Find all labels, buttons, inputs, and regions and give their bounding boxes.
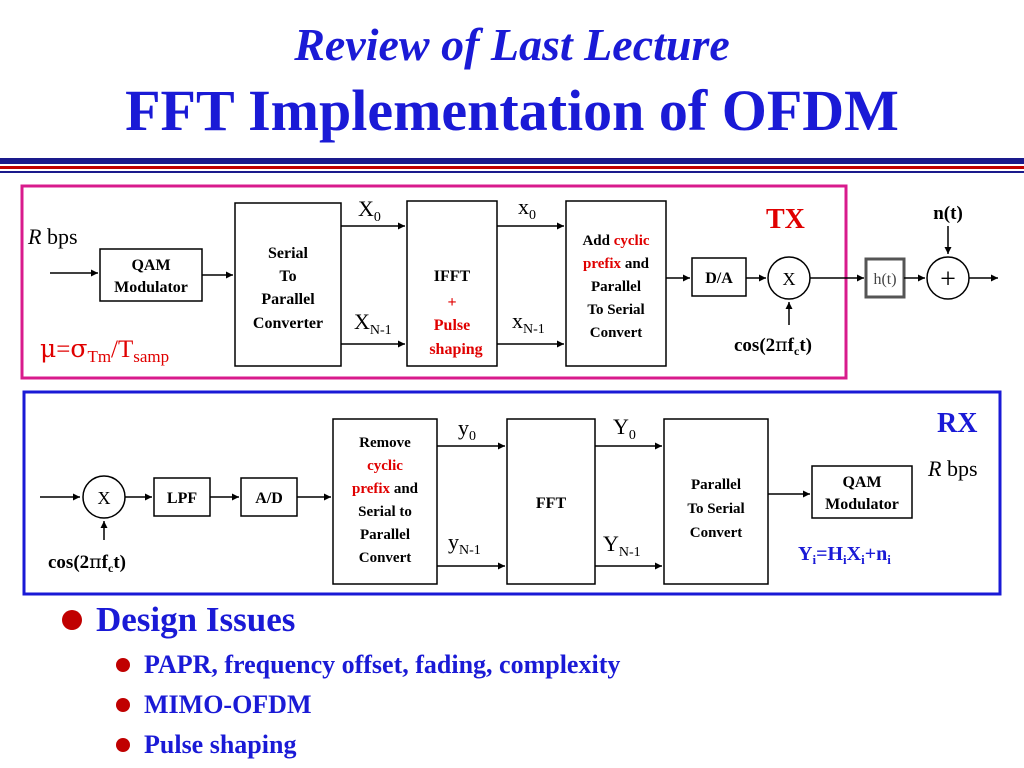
mu-equation: μ=σTm/Tsamp	[40, 334, 169, 366]
bullet-design-issues: Design Issues	[62, 600, 295, 640]
sub-bullet-2: MIMO-OFDM	[116, 690, 312, 720]
tx-qam-label-2: Modulator	[114, 279, 188, 296]
tx-ifft-label: IFFT	[434, 268, 471, 285]
tx-mixer-label: X	[783, 269, 796, 289]
rx-fft-label: FFT	[536, 495, 567, 512]
rx-rcp-line-3: prefix and	[352, 481, 419, 497]
tx-cp-line-3: Parallel	[591, 279, 641, 295]
rx-yN1-label: yN-1	[448, 529, 481, 558]
rx-adc-block	[240, 477, 298, 517]
rx-label: RX	[937, 408, 977, 439]
tx-dac-block	[691, 257, 747, 297]
tx-ifft-shaping: shaping	[429, 341, 482, 358]
rx-parallel-to-serial-block	[663, 418, 769, 585]
bullet-text: PAPR, frequency offset, fading, complexi…	[144, 650, 621, 679]
rx-YN1-label: YN-1	[603, 531, 641, 560]
tx-cp-line-1: Add cyclic	[582, 233, 649, 249]
noise-label: n(t)	[933, 203, 963, 224]
rx-qam-modulator-block	[811, 465, 913, 519]
tx-sp-label-3: Parallel	[261, 291, 315, 308]
title-divider-top	[0, 158, 1024, 164]
rx-rcp-line-2: cyclic	[367, 458, 403, 474]
rx-frame	[22, 390, 1002, 596]
rx-mixer-label: X	[98, 488, 111, 508]
sub-bullet-3: Pulse shaping	[116, 730, 296, 760]
bullet-dot	[116, 658, 130, 673]
bullet-text: Design Issues	[96, 600, 296, 639]
rx-remove-cyclic-prefix-block	[332, 418, 438, 585]
tx-sp-label-2: To	[279, 268, 296, 285]
title-line-1: Review of Last Lecture	[294, 19, 730, 70]
tx-sp-label-4: Converter	[253, 315, 323, 332]
adder-label: +	[940, 264, 956, 295]
tx-ifft-block	[406, 200, 498, 367]
channel-label: h(t)	[873, 271, 896, 288]
bullet-dot	[116, 738, 130, 753]
rx-ps-line-3: Convert	[690, 525, 743, 541]
rx-rcp-line-5: Parallel	[360, 527, 410, 543]
rx-ps-line-1: Parallel	[691, 477, 741, 493]
tx-cp-line-4: To Serial	[587, 302, 644, 318]
tx-input-rate: R bps	[27, 224, 78, 249]
tx-add-cyclic-prefix-block	[565, 200, 667, 367]
tx-dac-label: D/A	[705, 270, 733, 287]
title-divider-bottom	[0, 171, 1024, 173]
tx-label: TX	[766, 204, 805, 235]
rx-equation: Yi=HiXi+ni	[798, 543, 891, 567]
title-divider-middle	[0, 166, 1024, 169]
sub-bullet-1: PAPR, frequency offset, fading, complexi…	[116, 650, 620, 680]
title-line-2: FFT Implementation of OFDM	[125, 78, 899, 143]
tx-cp-line-2: prefix and	[583, 256, 650, 272]
tx-xN1-label: xN-1	[512, 308, 545, 337]
tx-qam-label-1: QAM	[131, 257, 170, 274]
bullet-text: MIMO-OFDM	[144, 690, 312, 719]
rx-qam-label-2: Modulator	[825, 496, 899, 513]
tx-X0-label: X0	[358, 196, 381, 225]
tx-x0-label: x0	[518, 194, 536, 223]
rx-rcp-line-4: Serial to	[358, 504, 412, 520]
rx-ps-line-2: To Serial	[687, 501, 744, 517]
tx-ifft-plus: +	[447, 294, 456, 311]
bullet-dot	[116, 698, 130, 713]
rx-carrier-label: cos(2πfct)	[48, 551, 126, 575]
rx-output-rate: R bps	[927, 456, 978, 481]
tx-carrier-label: cos(2πfct)	[734, 334, 812, 358]
rx-adc-label: A/D	[255, 490, 283, 507]
tx-cp-line-5: Convert	[590, 325, 643, 341]
tx-qam-modulator-block	[99, 248, 203, 302]
rx-qam-label-1: QAM	[842, 474, 881, 491]
rx-rcp-line-1: Remove	[359, 435, 411, 451]
tx-sp-label-1: Serial	[268, 245, 309, 262]
rx-y0-label: y0	[458, 415, 476, 444]
tx-serial-to-parallel-block	[234, 202, 342, 367]
tx-ifft-pulse: Pulse	[434, 317, 470, 334]
bullet-dot	[62, 609, 82, 630]
rx-lpf-block	[153, 477, 211, 517]
rx-lpf-label: LPF	[167, 490, 197, 507]
rx-fft-block	[506, 418, 596, 585]
rx-Y0-label: Y0	[613, 414, 636, 443]
rx-rcp-line-6: Convert	[359, 550, 412, 566]
tx-frame	[20, 184, 848, 380]
bullet-text: Pulse shaping	[144, 730, 297, 759]
tx-XN1-label: XN-1	[354, 309, 392, 338]
